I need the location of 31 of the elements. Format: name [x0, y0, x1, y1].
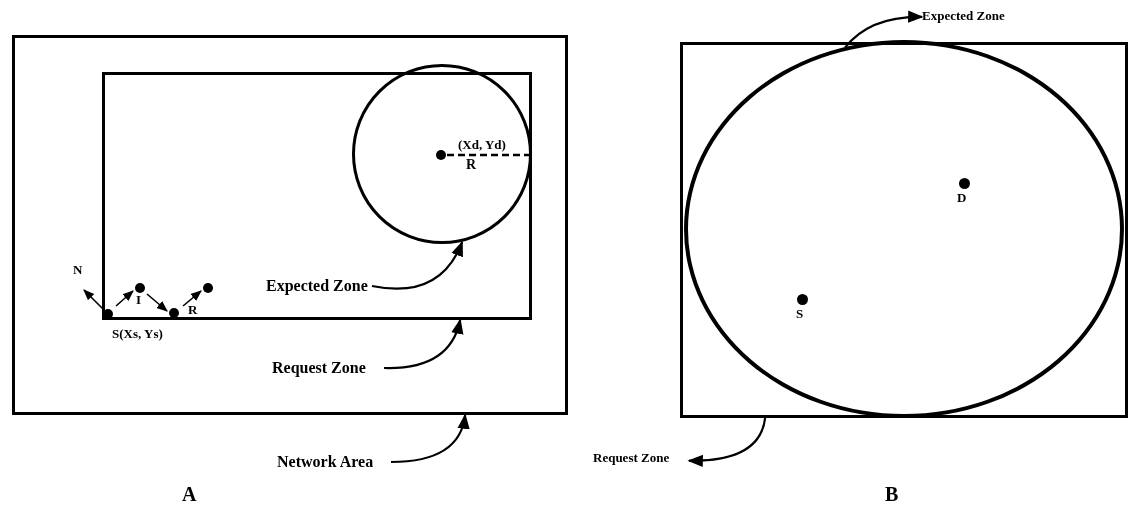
point-marker	[103, 309, 113, 319]
point-marker	[797, 294, 808, 305]
point-marker	[436, 150, 446, 160]
leader-arrow	[844, 10, 924, 49]
arrow	[146, 293, 168, 312]
arrow	[115, 290, 134, 307]
leader-arrow	[384, 318, 463, 370]
zone-label: Request Zone	[272, 357, 384, 379]
zone-outline	[12, 35, 568, 415]
edge-label: N	[73, 262, 83, 278]
point-label: (Xd, Yd)	[458, 137, 506, 153]
panel-label: A	[182, 484, 197, 504]
zone-label: Network Area	[277, 451, 391, 473]
point-label: D	[957, 190, 967, 206]
point-label: I	[136, 292, 142, 308]
zone-label: Request Zone	[593, 449, 689, 467]
leader-arrow	[371, 240, 464, 290]
point-marker	[959, 178, 970, 189]
zone-label: Expected Zone	[922, 7, 1018, 25]
zone-label: Expected Zone	[266, 275, 372, 297]
point-label: S(Xs, Ys)	[112, 326, 163, 342]
point-marker	[135, 283, 145, 293]
radius-label: R	[466, 158, 477, 172]
edge-label: R	[188, 302, 198, 318]
arrow	[182, 290, 202, 307]
point-label: S	[796, 306, 804, 322]
panel-label: B	[885, 484, 899, 504]
point-marker	[169, 308, 179, 318]
point-marker	[203, 283, 213, 293]
leader-arrow	[390, 413, 469, 464]
leader-arrow	[687, 417, 767, 467]
